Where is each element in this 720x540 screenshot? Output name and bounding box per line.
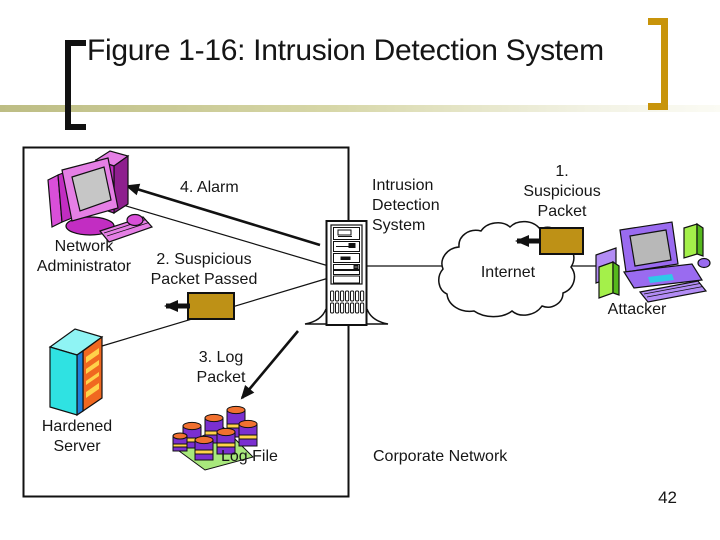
log-file-database-icon <box>172 405 258 471</box>
admin-computer-icon <box>47 150 154 243</box>
label-corporate-network: Corporate Network <box>373 448 508 465</box>
hardened-server-icon <box>48 328 104 417</box>
link-admin-to-ids <box>115 202 333 268</box>
label-internet: Internet <box>480 264 536 281</box>
alarm-arrow <box>125 183 321 247</box>
page-number: 42 <box>658 488 677 507</box>
ids-drive-bays <box>333 227 360 284</box>
attacker-mouse <box>697 257 711 269</box>
label-log-file: Log File <box>221 448 278 465</box>
attacker-speaker-right <box>683 222 704 259</box>
label-attacker: Attacker <box>607 301 667 318</box>
title-bracket-right <box>648 18 668 110</box>
ids-server-icon <box>304 220 389 326</box>
packet-1-rect <box>539 227 584 255</box>
attacker-speaker-left <box>598 260 620 299</box>
packet-1-suspicious <box>515 227 584 255</box>
label-step-4-alarm: 4. Alarm <box>180 179 239 196</box>
hardened-server-slots <box>86 348 99 398</box>
attacker-keyboard <box>638 280 708 303</box>
log-packet-arrow <box>240 330 299 400</box>
attacker-computer-icon <box>595 221 711 303</box>
slide-title: Figure 1-16: Intrusion Detection System <box>87 34 604 67</box>
packet-2-rect <box>187 292 235 320</box>
title-divider-rule <box>0 105 720 112</box>
title-bracket-left <box>65 40 86 130</box>
ids-vent-slots <box>330 290 365 314</box>
packet-2-suspicious-passed <box>164 292 235 320</box>
log-file-cylinders <box>172 405 258 461</box>
admin-mouse <box>126 213 144 227</box>
